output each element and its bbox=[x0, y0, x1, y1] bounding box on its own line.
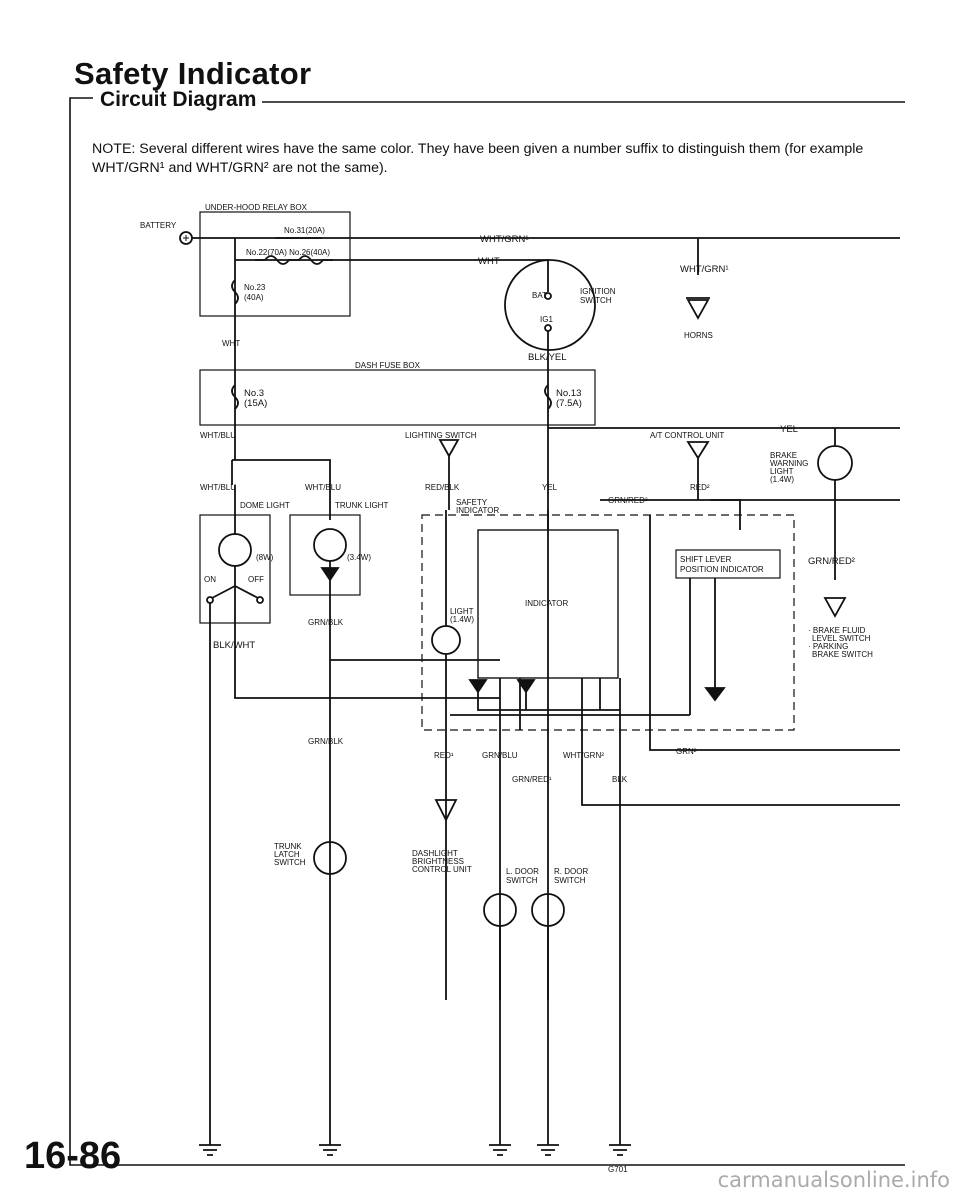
ignition-switch-symbol bbox=[504, 259, 596, 351]
label-wht-grn1: WHT/GRN¹ bbox=[480, 234, 529, 245]
label-grn-red2: GRN/RED² bbox=[608, 496, 648, 505]
dash-fuse-box-frame bbox=[199, 369, 596, 426]
label-wht: WHT bbox=[478, 256, 500, 267]
label-dash-dimmer-1: DASHLIGHT bbox=[412, 849, 458, 858]
label-red1: RED¹ bbox=[434, 751, 454, 760]
label-yel-top: YEL bbox=[780, 424, 798, 435]
label-dash-fuse-box: DASH FUSE BOX bbox=[355, 361, 421, 370]
label-grn-blu: GRN/BLU bbox=[482, 751, 518, 760]
label-wht-blu: WHT/BLU bbox=[200, 431, 236, 440]
label-wht-blu-3: WHT/BLU bbox=[305, 483, 341, 492]
label-shift-lever-1: SHIFT LEVER bbox=[680, 555, 732, 564]
label-grn-red1: GRN/RED¹ bbox=[512, 775, 552, 784]
label-fuse-13-amp: (7.5A) bbox=[556, 398, 582, 409]
label-blk-wht: BLK/WHT bbox=[213, 640, 255, 651]
label-grn-blk-2: GRN/BLK bbox=[308, 737, 344, 746]
note-text: NOTE: Several different wires have the s… bbox=[92, 141, 864, 176]
diagram-labels: UNDER-HOOD RELAY BOX BATTERY No.31(20A) … bbox=[140, 203, 873, 1174]
label-l-door-2: SWITCH bbox=[506, 876, 538, 885]
label-dome-watt: (8W) bbox=[256, 553, 274, 562]
label-fuse-3: No.3 bbox=[244, 388, 264, 399]
label-yel-mid: YEL bbox=[542, 483, 558, 492]
label-grn2: GRN² bbox=[676, 747, 697, 756]
label-light-watt: (1.4W) bbox=[450, 615, 474, 624]
wiring bbox=[179, 211, 900, 1156]
label-fuse-3-amp: (15A) bbox=[244, 398, 267, 409]
label-r-door-1: R. DOOR bbox=[554, 867, 588, 876]
label-grn-red2-right: GRN/RED² bbox=[808, 556, 855, 567]
watermark: carmanualsonline.info bbox=[717, 1168, 950, 1192]
label-blk: BLK bbox=[612, 775, 628, 784]
label-grn-blk: GRN/BLK bbox=[308, 618, 344, 627]
label-under-hood-relay-box: UNDER-HOOD RELAY BOX bbox=[205, 203, 308, 212]
label-brake-fluid-2: LEVEL SWITCH bbox=[812, 634, 871, 643]
safety-indicator-box bbox=[421, 514, 795, 731]
label-trunk-latch-2: LATCH bbox=[274, 850, 300, 859]
page-title: Safety Indicator bbox=[74, 56, 312, 91]
label-lighting-switch: LIGHTING SWITCH bbox=[405, 431, 477, 440]
under-hood-relay-box-frame bbox=[199, 211, 351, 317]
label-blk-yel: BLK/YEL bbox=[528, 352, 567, 363]
label-dome-light: DOME LIGHT bbox=[240, 501, 290, 510]
label-at-control-unit: A/T CONTROL UNIT bbox=[650, 431, 724, 440]
label-horns: HORNS bbox=[684, 331, 713, 340]
label-off: OFF bbox=[248, 575, 264, 584]
label-l-door-1: L. DOOR bbox=[506, 867, 539, 876]
label-trunk-latch-1: TRUNK bbox=[274, 842, 302, 851]
label-brake-warning-1: BRAKE bbox=[770, 451, 797, 460]
section-subtitle: Circuit Diagram bbox=[100, 88, 257, 111]
label-wht-left: WHT bbox=[222, 339, 240, 348]
label-red-blk: RED/BLK bbox=[425, 483, 460, 492]
label-indicator: INDICATOR bbox=[525, 599, 568, 608]
label-brake-warning-3: LIGHT bbox=[770, 467, 794, 476]
label-fuse-13: No.13 bbox=[556, 388, 581, 399]
label-battery: BATTERY bbox=[140, 221, 177, 230]
label-shift-lever-2: POSITION INDICATOR bbox=[680, 565, 764, 574]
label-brake-warning-4: (1.4W) bbox=[770, 475, 794, 484]
label-wht-blu-2: WHT/BLU bbox=[200, 483, 236, 492]
label-dash-dimmer-3: CONTROL UNIT bbox=[412, 865, 472, 874]
label-ig1: IG1 bbox=[540, 315, 553, 324]
label-brake-fluid-4: BRAKE SWITCH bbox=[812, 650, 873, 659]
label-fuse-22-26: No.22(70A) No.26(40A) bbox=[246, 248, 330, 257]
label-safety-indicator-1: SAFETY bbox=[456, 498, 488, 507]
label-dash-dimmer-2: BRIGHTNESS bbox=[412, 857, 464, 866]
label-fuse-31: No.31(20A) bbox=[284, 226, 325, 235]
label-on: ON bbox=[204, 575, 216, 584]
page-number: 16-86 bbox=[24, 1135, 122, 1177]
label-fuse-23-amp: (40A) bbox=[244, 293, 264, 302]
label-trunk-light: TRUNK LIGHT bbox=[335, 501, 388, 510]
label-brake-fluid-1: · BRAKE FLUID bbox=[808, 626, 866, 635]
label-trunk-latch-3: SWITCH bbox=[274, 858, 306, 867]
page-frame bbox=[69, 97, 905, 1166]
label-r-door-2: SWITCH bbox=[554, 876, 586, 885]
label-ignition-switch: IGNITION bbox=[580, 287, 616, 296]
label-fuse-23: No.23 bbox=[244, 283, 266, 292]
label-wht-grn2: WHT/GRN² bbox=[563, 751, 604, 760]
label-safety-indicator-2: INDICATOR bbox=[456, 506, 499, 515]
label-brake-fluid-3: · PARKING bbox=[808, 642, 848, 651]
label-trunk-watt: (3.4W) bbox=[347, 553, 371, 562]
label-bat: BAT bbox=[532, 291, 547, 300]
label-brake-warning-2: WARNING bbox=[770, 459, 808, 468]
label-wht-grn1-right: WHT/GRN¹ bbox=[680, 264, 729, 275]
label-g701: G701 bbox=[608, 1165, 628, 1174]
label-light: LIGHT bbox=[450, 607, 474, 616]
label-red2: RED² bbox=[690, 483, 710, 492]
label-ignition-switch-2: SWITCH bbox=[580, 296, 612, 305]
